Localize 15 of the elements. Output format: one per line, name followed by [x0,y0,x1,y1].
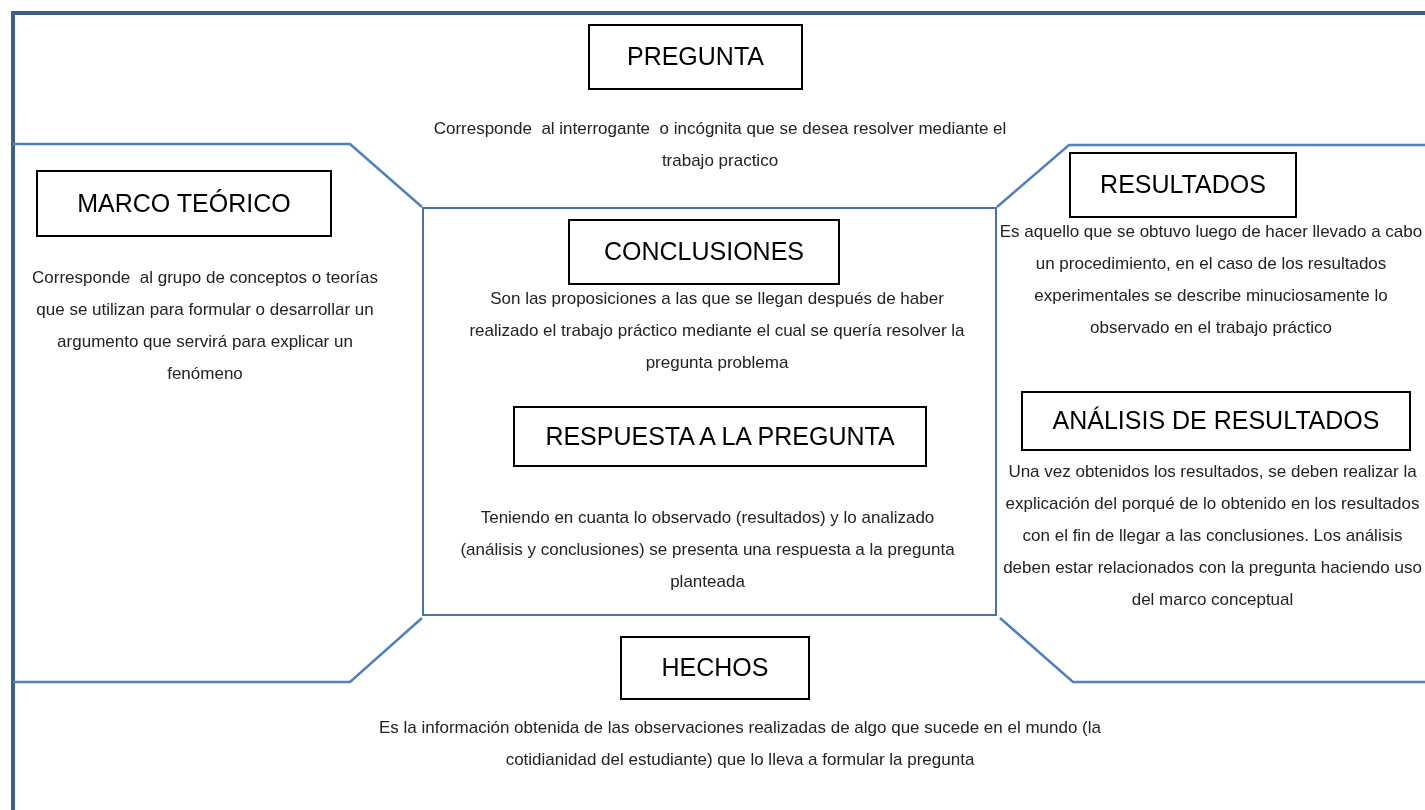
description-text: Corresponde al grupo de conceptos o teorías que se utilizan para formular o desarrollar un argumento que servirá para explicar un fenómeno [31,267,379,385]
heading-box: CONCLUSIONES [568,219,840,285]
description-text: Corresponde al interrogante o incógnita que se desea resolver mediante el trabajo practico [432,118,1008,172]
description-text: Una vez obtenidos los resultados, se deben realizar la explicación del porqué de lo obtenido en los resultados con el fin de llegar a las conclusiones. Los análisis deben estar relacionados con la pregunta haciendo uso del marco conceptual [1002,461,1423,611]
heading-box: RESULTADOS [1069,152,1297,218]
center-panel [422,207,997,616]
description-text: Es la información obtenida de las observaciones realizadas de algo que sucede en el mundo (la cotidianidad del estudiante) que lo lleva a formular la pregunta [378,717,1102,771]
description-text: Teniendo en cuanta lo observado (resultados) y lo analizado (análisis y conclusiones) se presenta una respuesta a la pregunta planteada [459,507,956,593]
description-text: Son las proposiciones a las que se llegan después de haber realizado el trabajo práctico mediante el cual se quería resolver la pregunta problema [468,288,966,374]
heading-box: HECHOS [620,636,810,700]
heading-box: PREGUNTA [588,24,803,90]
heading-box: RESPUESTA A LA PREGUNTA [513,406,927,467]
description-text: Es aquello que se obtuvo luego de hacer llevado a cabo un procedimiento, en el caso de los resultados experimentales se describe minuciosamente lo observado en el trabajo práctico [998,221,1424,339]
heading-box: ANÁLISIS DE RESULTADOS [1021,391,1411,451]
heading-box: MARCO TEÓRICO [36,170,332,237]
